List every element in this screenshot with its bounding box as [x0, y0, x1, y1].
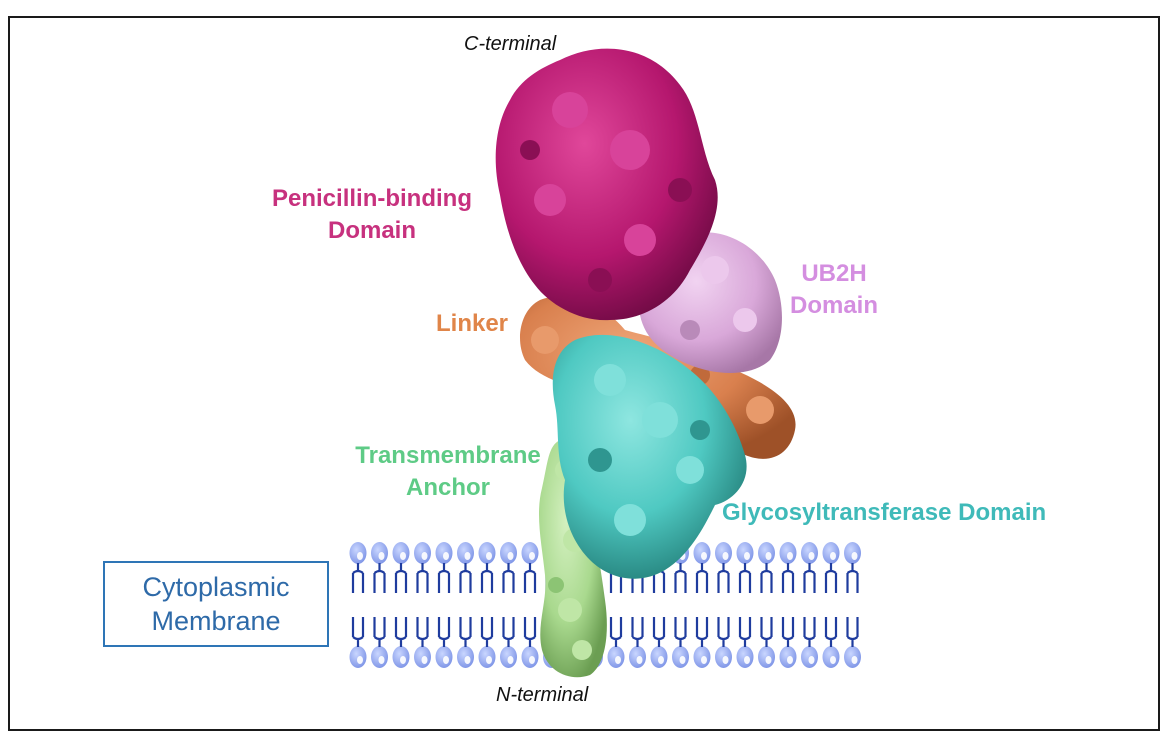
penicillin-binding-domain-shape — [495, 48, 718, 321]
lipid-bottom — [692, 615, 712, 670]
lipid-bottom — [842, 615, 863, 670]
lipid-bottom — [627, 615, 648, 670]
penicillin-binding-label: Penicillin-binding Domain — [254, 183, 490, 247]
lipid-top — [412, 540, 433, 595]
lipid-top — [713, 540, 734, 595]
glycosyltransferase-domain-shape — [552, 334, 747, 579]
lipid-bottom — [821, 615, 841, 670]
ub2h-label-line1: UB2H — [801, 260, 867, 287]
lipid-top — [799, 540, 820, 595]
lipid-bottom — [799, 615, 820, 670]
lipid-bottom — [369, 615, 390, 670]
lipid-bottom — [713, 615, 734, 670]
ub2h-label: UB2H Domain — [776, 258, 892, 322]
c-terminal-label: C-terminal — [464, 33, 557, 55]
lipid-bottom — [606, 615, 626, 670]
lipid-top — [756, 540, 777, 595]
lipid-top — [477, 540, 497, 595]
n-terminal-label: N-terminal — [496, 684, 589, 706]
lipid-bottom — [477, 615, 497, 670]
lipid-top — [498, 540, 519, 595]
lipid-top — [348, 540, 368, 595]
lipid-top — [369, 540, 390, 595]
linker-label: Linker — [436, 310, 509, 337]
glycosyltransferase-label: Glycosyltransferase Domain — [722, 499, 1047, 526]
lipid-top — [391, 540, 411, 595]
lipid-bottom — [756, 615, 777, 670]
lipid-top — [735, 540, 755, 595]
cytoplasmic-label-line2: Membrane — [151, 606, 281, 636]
cytoplasmic-membrane-box: Cytoplasmic Membrane — [103, 561, 329, 647]
penicillin-binding-label-line1: Penicillin-binding — [272, 185, 472, 212]
lipid-top — [434, 540, 454, 595]
cytoplasmic-label-line1: Cytoplasmic — [142, 572, 290, 602]
lipid-bottom — [412, 615, 433, 670]
lipid-bottom — [649, 615, 669, 670]
lipid-bottom — [348, 615, 368, 670]
lipid-top — [692, 540, 712, 595]
transmembrane-label-line2: Anchor — [406, 474, 490, 501]
lipid-bottom — [778, 615, 798, 670]
lipid-top — [455, 540, 476, 595]
transmembrane-anchor-label: Transmembrane Anchor — [340, 440, 556, 504]
lipid-bottom — [391, 615, 411, 670]
transmembrane-label-line1: Transmembrane — [355, 442, 541, 469]
ub2h-label-line2: Domain — [789, 292, 878, 319]
lipid-bottom — [735, 615, 755, 670]
lipid-bottom — [455, 615, 476, 670]
lipid-top — [842, 540, 863, 595]
lipid-top — [821, 540, 841, 595]
lipid-bottom — [434, 615, 454, 670]
lipid-bottom — [670, 615, 691, 670]
lipid-top — [778, 540, 798, 595]
lipid-bottom — [520, 615, 540, 670]
lipid-top — [520, 540, 540, 595]
penicillin-binding-label-line2: Domain — [327, 217, 416, 244]
lipid-bottom — [498, 615, 519, 670]
